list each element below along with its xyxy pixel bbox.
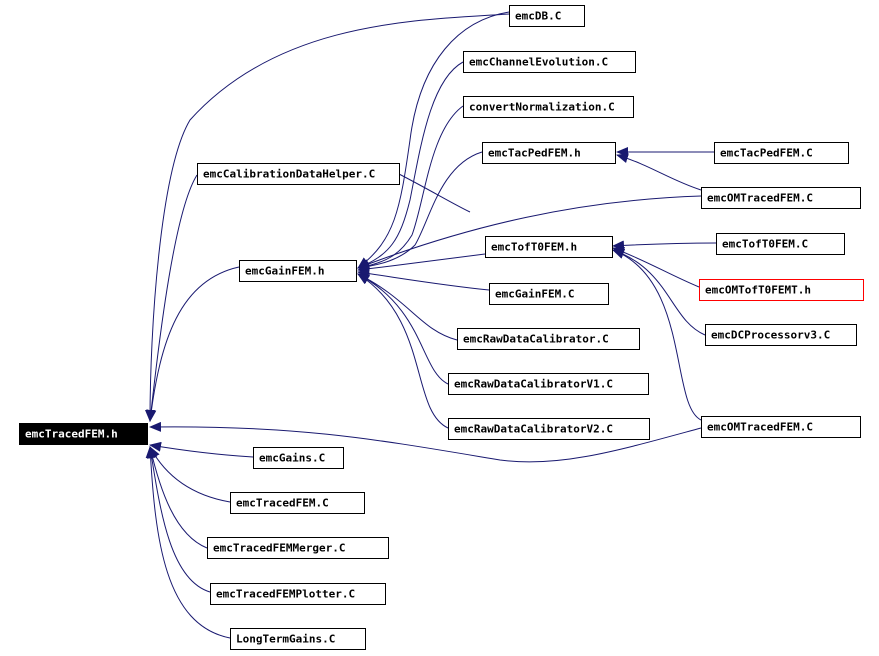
edge-calib_helper-to-root	[146, 174, 198, 422]
node-label: emcTracedFEM.h	[25, 428, 118, 441]
node-box	[207, 537, 389, 559]
node-label: emcDB.C	[515, 10, 561, 23]
edge-gainfem_c-to-gainfem_h	[357, 268, 490, 291]
node-label: emcOMTofT0FEMT.h	[705, 284, 811, 297]
node-longterm[interactable]: LongTermGains.C	[230, 628, 366, 650]
node-box	[701, 187, 861, 209]
node-box	[463, 96, 634, 118]
node-label: emcDCProcessorv3.C	[711, 329, 830, 342]
node-label: emcTracedFEMMerger.C	[213, 542, 345, 555]
nodes-layer: emcTracedFEM.h emcGainFEM.h emcCalibration…	[19, 5, 864, 650]
node-tacped_c[interactable]: emcTacPedFEM.C	[714, 142, 849, 164]
node-plotter[interactable]: emcTracedFEMPlotter.C	[210, 583, 386, 605]
node-emcdb[interactable]: emcDB.C	[509, 5, 585, 27]
node-box	[19, 423, 148, 445]
node-label: emcRawDataCalibrator.C	[463, 333, 609, 346]
edge-tof_h-to-gainfem_h	[357, 253, 486, 274]
node-dcproc[interactable]: emcDCProcessorv3.C	[705, 324, 857, 346]
node-conv_norm[interactable]: convertNormalization.C	[463, 96, 634, 118]
node-box	[482, 142, 616, 164]
node-box	[509, 5, 585, 27]
node-label: emcOMTracedFEM.C	[707, 192, 813, 205]
node-label: emcTracedFEM.C	[236, 497, 329, 510]
node-box	[699, 279, 864, 301]
node-gains_c[interactable]: emcGains.C	[253, 447, 344, 469]
node-omtraced_1[interactable]: emcOMTracedFEM.C	[701, 187, 861, 209]
node-label: emcOMTracedFEM.C	[707, 421, 813, 434]
edge-tof_c-to-tof_h	[612, 240, 717, 251]
node-box	[489, 283, 609, 305]
node-box	[485, 236, 613, 258]
node-box	[253, 447, 344, 469]
edge-gains_c-to-root	[149, 441, 254, 458]
node-gainfem_c[interactable]: emcGainFEM.C	[489, 283, 609, 305]
edge-tacped_h-to-gainfem_h	[357, 151, 483, 272]
node-label: emcRawDataCalibratorV1.C	[454, 378, 613, 391]
node-label: emcTofT0FEM.C	[722, 238, 808, 251]
edge-emcdb-to-gainfem_h	[357, 11, 510, 269]
node-label: emcRawDataCalibratorV2.C	[454, 423, 613, 436]
edge-longterm-to-root	[145, 446, 231, 639]
edge-emcdb-to-root	[145, 13, 510, 422]
node-chan_evo[interactable]: emcChannelEvolution.C	[463, 51, 636, 73]
node-omtof_h[interactable]: emcOMTofT0FEMT.h	[699, 279, 864, 301]
node-label: emcTracedFEMPlotter.C	[216, 588, 355, 601]
edge-gainfem_h-to-root	[146, 266, 240, 422]
edge-rawcal_v2-to-gainfem_h	[357, 273, 449, 429]
edge-rawcal-to-gainfem_h	[357, 273, 458, 341]
node-label: emcTacPedFEM.C	[720, 147, 813, 160]
edge-merger-to-root	[147, 446, 208, 549]
node-root[interactable]: emcTracedFEM.h	[19, 423, 148, 445]
edge-plotter-to-root	[146, 446, 211, 593]
node-box	[448, 418, 650, 440]
node-box	[230, 628, 366, 650]
node-label: emcGainFEM.C	[495, 288, 574, 301]
edge-omtraced_1-to-tacped_h	[616, 153, 702, 191]
node-box	[714, 142, 849, 164]
edge-traced_c-to-root	[149, 446, 231, 503]
node-omtraced_2[interactable]: emcOMTracedFEM.C	[701, 416, 861, 438]
node-rawcal_v2[interactable]: emcRawDataCalibratorV2.C	[448, 418, 650, 440]
node-tof_c[interactable]: emcTofT0FEM.C	[716, 233, 845, 255]
node-box	[448, 373, 649, 395]
edge-omtraced_2-to-root	[149, 421, 702, 463]
edge-omtraced_1-to-gainfem_h	[357, 195, 702, 269]
node-box	[716, 233, 845, 255]
node-box	[701, 416, 861, 438]
node-box	[210, 583, 386, 605]
node-box	[197, 163, 400, 185]
node-box	[239, 260, 357, 282]
edge-dcproc-to-tof_h	[612, 248, 706, 336]
node-gainfem_h[interactable]: emcGainFEM.h	[239, 260, 357, 282]
edge-omtraced_2-to-tof_h	[612, 249, 702, 421]
node-box	[463, 51, 636, 73]
edge-conv_norm-to-gainfem_h	[357, 105, 464, 271]
node-merger[interactable]: emcTracedFEMMerger.C	[207, 537, 389, 559]
edge-omtof_h-to-tof_h	[612, 247, 700, 288]
node-calib_helper[interactable]: emcCalibrationDataHelper.C	[197, 163, 400, 185]
node-rawcal[interactable]: emcRawDataCalibrator.C	[457, 328, 640, 350]
node-label: emcChannelEvolution.C	[469, 56, 608, 69]
node-label: LongTermGains.C	[236, 633, 335, 646]
node-label: emcGains.C	[259, 452, 325, 465]
edge-chan_evo-to-gainfem_h	[357, 61, 464, 269]
node-label: emcCalibrationDataHelper.C	[203, 168, 375, 181]
node-box	[230, 492, 365, 514]
edges-layer	[145, 11, 717, 639]
node-rawcal_v1[interactable]: emcRawDataCalibratorV1.C	[448, 373, 649, 395]
node-tof_h[interactable]: emcTofT0FEM.h	[485, 236, 613, 258]
node-label: emcTacPedFEM.h	[488, 147, 581, 160]
node-label: convertNormalization.C	[469, 101, 615, 114]
node-box	[705, 324, 857, 346]
edge-calib_helper-to-gainfem_h	[398, 173, 471, 213]
node-tacped_h[interactable]: emcTacPedFEM.h	[482, 142, 616, 164]
node-label: emcGainFEM.h	[245, 265, 324, 278]
node-traced_c[interactable]: emcTracedFEM.C	[230, 492, 365, 514]
node-box	[457, 328, 640, 350]
edge-rawcal_v1-to-gainfem_h	[357, 273, 449, 385]
node-label: emcTofT0FEM.h	[491, 241, 577, 254]
